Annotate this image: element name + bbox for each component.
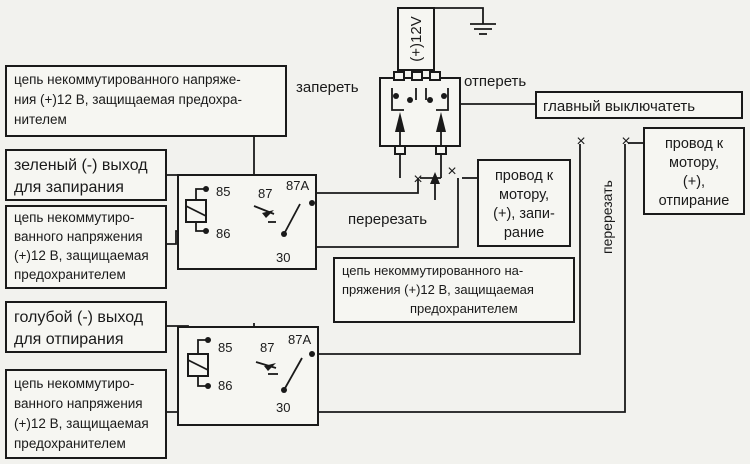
relay-unlock-pin-87a: 87A bbox=[288, 332, 311, 347]
relay-lock-pin-86: 86 bbox=[216, 226, 230, 241]
box-green-output: зеленый (-) выход для запирания bbox=[5, 149, 167, 201]
box-unswitched-top: цепь некоммутированного напряже- ния (+)… bbox=[5, 65, 287, 137]
relay-lock-pin-87a: 87A bbox=[286, 178, 309, 193]
lock-label: запереть bbox=[296, 79, 359, 96]
motor-unlock-line1: провод к bbox=[665, 136, 724, 152]
unswitched-top-line2: ния (+)12 В, защищаемая предохра- bbox=[14, 92, 242, 107]
door-lock-switch: (+)12V bbox=[379, 7, 461, 155]
relay-lock: 85 86 87 87A 30 bbox=[177, 174, 317, 270]
unswitched-mid-line3: предохранителем bbox=[410, 301, 518, 316]
green-output-line1: зеленый (-) выход bbox=[14, 157, 148, 174]
unswitched-left1-line2: ванного напряжения bbox=[14, 229, 143, 244]
motor-lock-line2: мотору, bbox=[499, 187, 549, 203]
cut-label-unlock: перерезать bbox=[599, 180, 615, 254]
relay-lock-pin-85: 85 bbox=[216, 184, 230, 199]
box-motor-lock: провод к мотору, (+), запи- рание bbox=[477, 159, 571, 247]
motor-lock-line1: провод к bbox=[495, 168, 554, 184]
main-switch-label: главный выключатеть bbox=[543, 98, 695, 115]
cut-label-lock: перерезать bbox=[348, 211, 427, 228]
relay-lock-pin-87: 87 bbox=[258, 186, 272, 201]
relay-unlock: 85 86 87 87A 30 bbox=[177, 326, 319, 426]
switch-terminal bbox=[393, 71, 405, 81]
motor-unlock-line4: отпирание bbox=[659, 193, 730, 209]
motor-lock-line3: (+), запи- bbox=[493, 206, 555, 222]
cut-mark-unlock-motor: × bbox=[621, 133, 630, 150]
switch-terminal bbox=[435, 145, 447, 155]
box-main-switch: главный выключатеть bbox=[535, 91, 743, 119]
unswitched-top-line1: цепь некоммутированного напряже- bbox=[14, 72, 241, 87]
motor-unlock-line3: (+), bbox=[683, 174, 705, 190]
plus12v-label: (+)12V bbox=[408, 16, 425, 61]
unswitched-mid-line1: цепь некоммутированного на- bbox=[342, 263, 523, 278]
unlock-label: отпереть bbox=[464, 73, 526, 90]
box-blue-output: голубой (-) выход для отпирания bbox=[5, 301, 167, 353]
motor-lock-line4: рание bbox=[504, 225, 544, 241]
cut-mark-lock-motor: × bbox=[447, 163, 456, 180]
unswitched-mid-line2: пряжения (+)12 В, защищаемая bbox=[342, 282, 534, 297]
motor-unlock-line2: мотору, bbox=[669, 155, 719, 171]
switch-terminal bbox=[394, 145, 406, 155]
box-unswitched-left1: цепь некоммутиро- ванного напряжения (+)… bbox=[5, 205, 167, 289]
unswitched-left2-line3: (+)12 В, защищаемая bbox=[14, 416, 149, 431]
box-unswitched-left2: цепь некоммутиро- ванного напряжения (+)… bbox=[5, 369, 167, 459]
unswitched-left1-line3: (+)12 В, защищаемая bbox=[14, 248, 149, 263]
cut-mark-unlock: × bbox=[576, 133, 585, 150]
unswitched-left2-line4: предохранителем bbox=[14, 436, 126, 451]
relay-unlock-body bbox=[177, 326, 319, 426]
relay-unlock-pin-85: 85 bbox=[218, 340, 232, 355]
green-output-line2: для запирания bbox=[14, 179, 124, 196]
relay-unlock-pin-30: 30 bbox=[276, 400, 290, 415]
switch-terminal bbox=[411, 71, 423, 81]
switch-body bbox=[379, 77, 461, 147]
unswitched-left2-line2: ванного напряжения bbox=[14, 396, 143, 411]
blue-output-line2: для отпирания bbox=[14, 331, 124, 348]
cut-mark-lock: × bbox=[413, 171, 422, 188]
unswitched-top-line3: нителем bbox=[14, 112, 67, 127]
plus12v-box bbox=[397, 7, 435, 71]
unswitched-left2-line1: цепь некоммутиро- bbox=[14, 376, 134, 391]
switch-terminal bbox=[429, 71, 441, 81]
unswitched-left1-line4: предохранителем bbox=[14, 267, 126, 282]
relay-unlock-pin-86: 86 bbox=[218, 378, 232, 393]
relay-lock-pin-30: 30 bbox=[276, 250, 290, 265]
box-motor-unlock: провод к мотору, (+), отпирание bbox=[643, 127, 745, 215]
blue-output-line1: голубой (-) выход bbox=[14, 309, 144, 326]
unswitched-left1-line1: цепь некоммутиро- bbox=[14, 210, 134, 225]
relay-unlock-pin-87: 87 bbox=[260, 340, 274, 355]
cut-markers: × × × × bbox=[413, 133, 631, 200]
box-unswitched-mid: цепь некоммутированного на- пряжения (+)… bbox=[333, 257, 575, 323]
